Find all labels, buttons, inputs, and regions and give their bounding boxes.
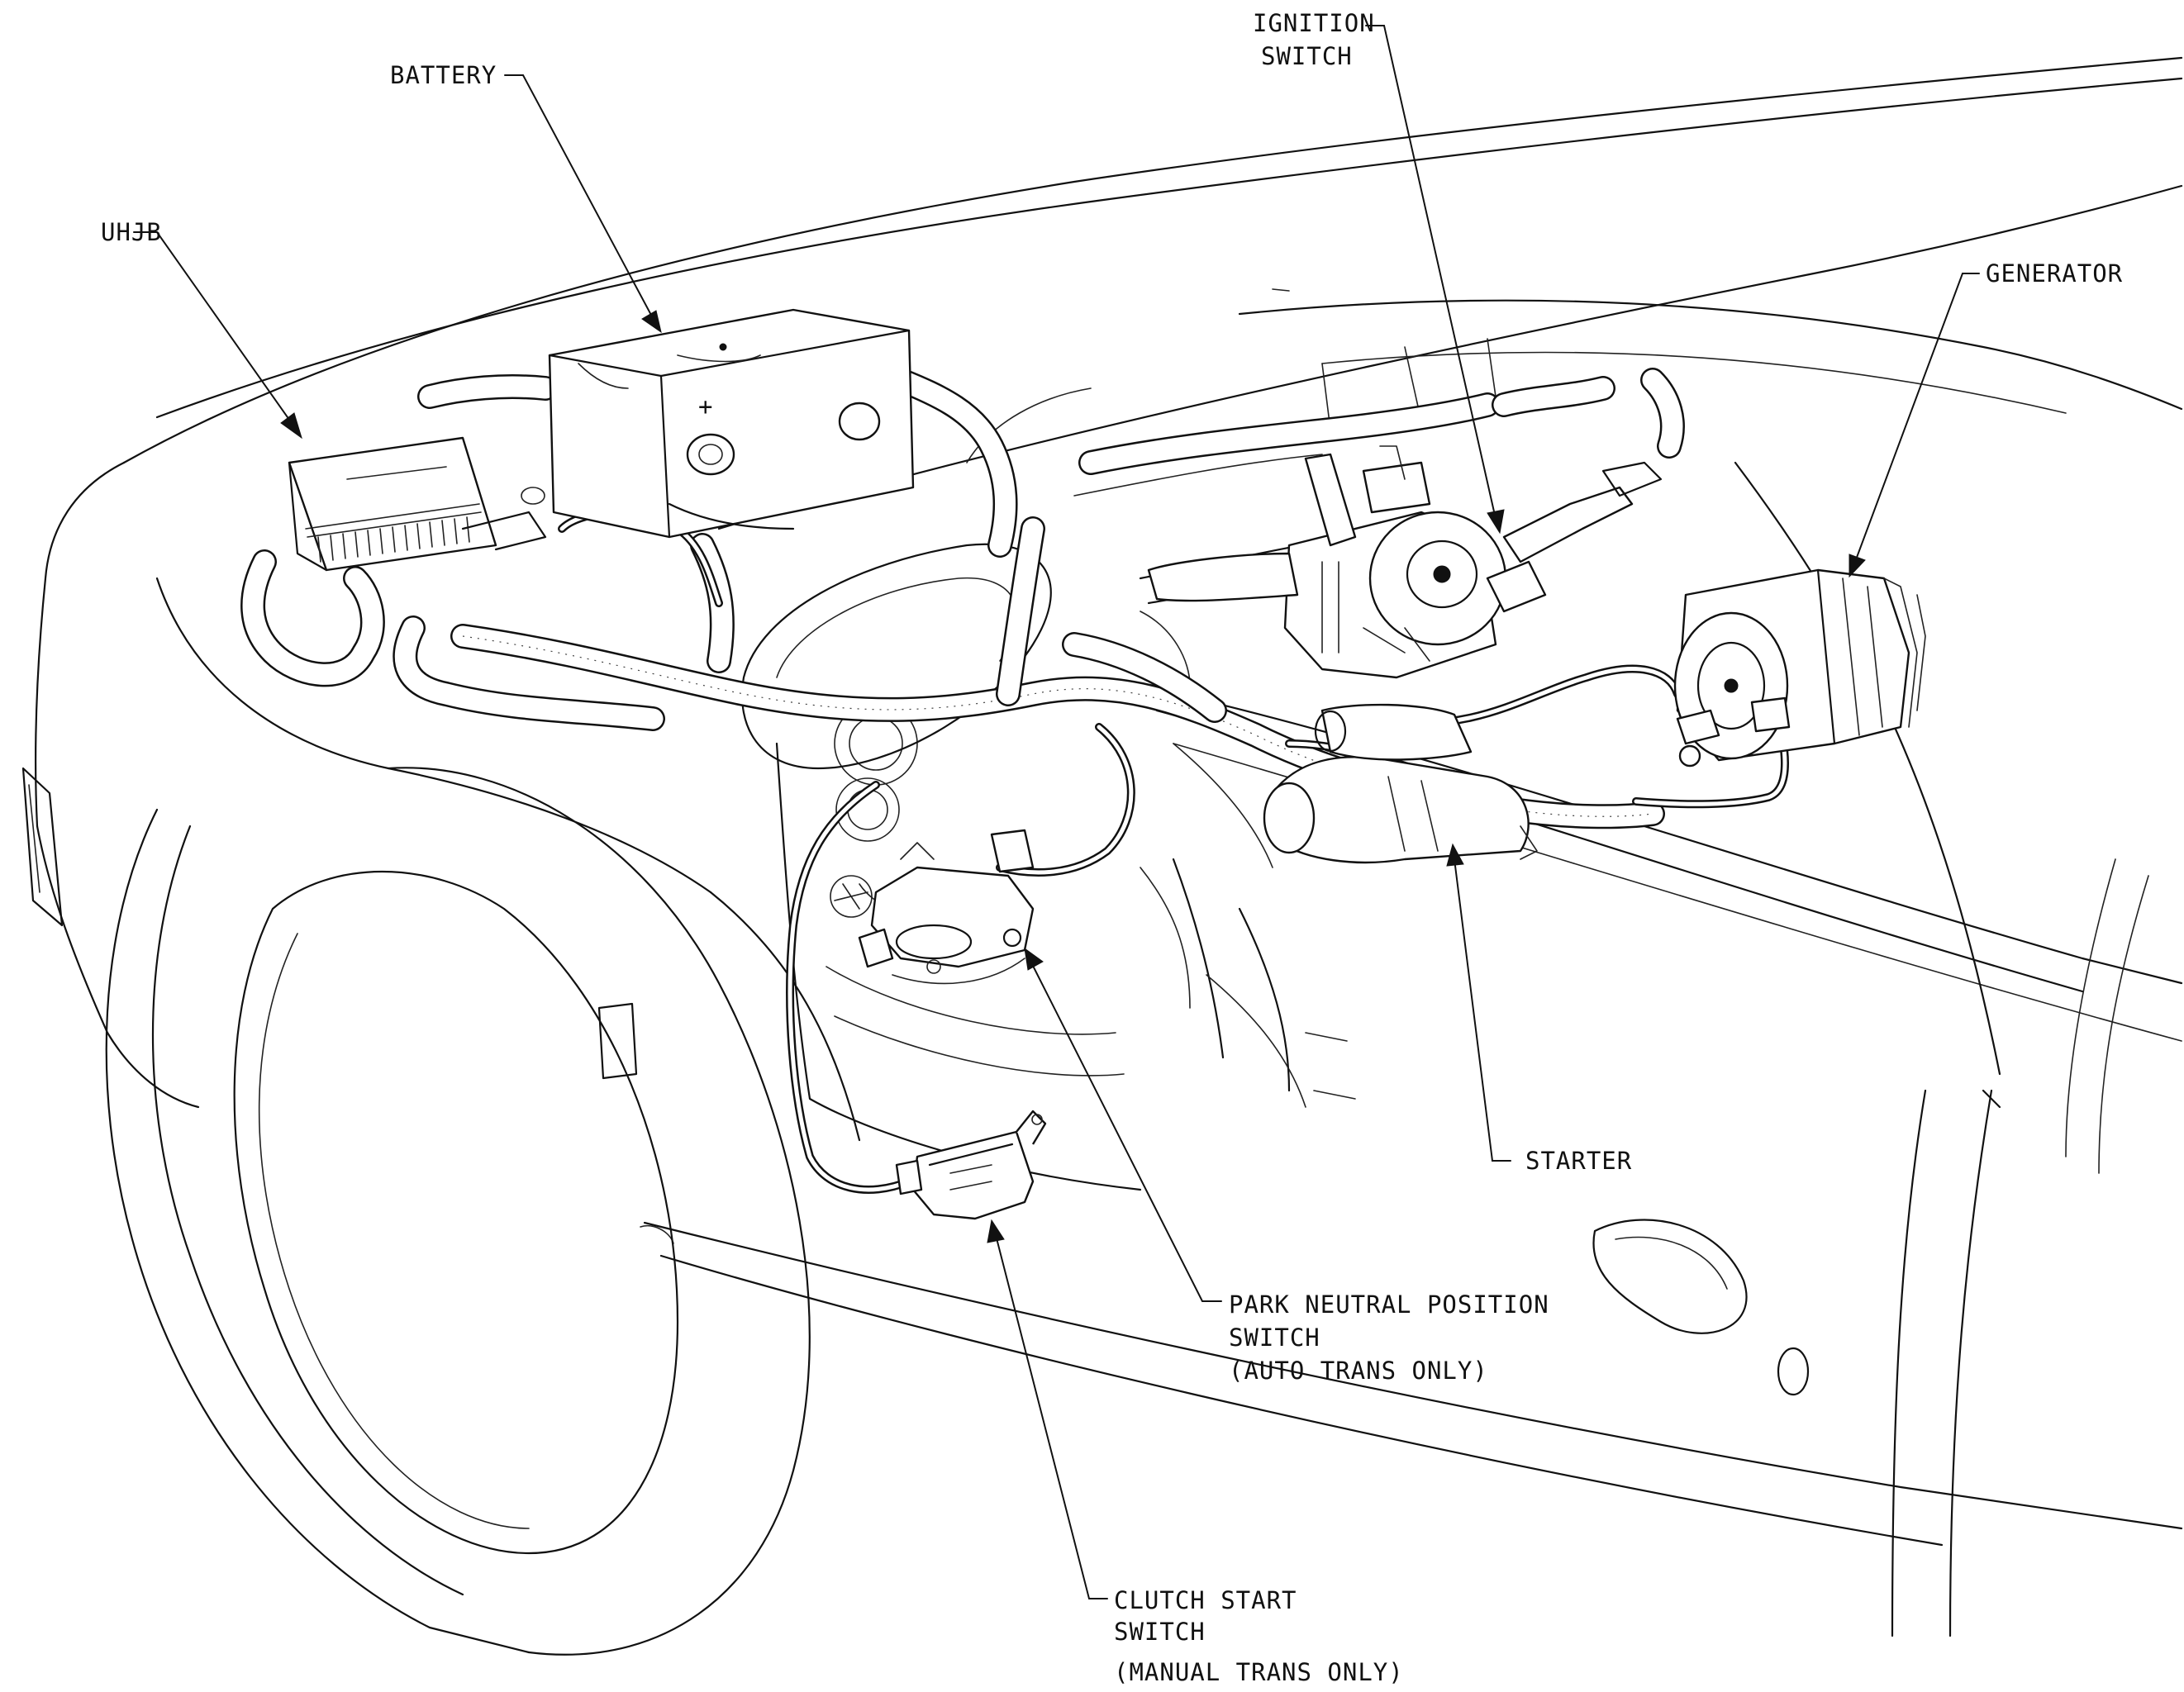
generator-arrowhead [1849,554,1866,578]
starter-arrowhead [1446,843,1464,867]
ignition-leader [1365,25,1496,520]
generator-label: GENERATOR [1986,259,2123,288]
starter-label: STARTER [1525,1147,1632,1175]
pnp-leader [1030,962,1222,1302]
battery-leader [504,74,654,319]
clutch-arrowhead [987,1219,1005,1243]
starter-leader [1454,858,1511,1162]
label-leaders [133,25,1980,1599]
vehicle-body-outline [21,56,2183,1637]
pnp-label-line2: SWITCH [1229,1324,1320,1352]
battery: + [548,308,915,539]
ignition-label-line1: IGNITION [1253,9,1375,37]
clutch-label-line3: (MANUAL TRANS ONLY) [1114,1658,1404,1686]
ignition-arrowhead [1487,509,1505,535]
pnp-label-line1: PARK NEUTRAL POSITION [1229,1290,1549,1319]
ignition-switch [1147,445,1663,679]
front-tire [105,767,811,1656]
park-neutral-position-switch [858,829,1035,985]
pnp-label-line3: (AUTO TRANS ONLY) [1229,1357,1488,1385]
battery-positive-symbol: + [698,392,713,421]
clutch-start-switch [895,1110,1047,1220]
ignition-label-line2: SWITCH [1261,42,1353,70]
starter-motor [1263,703,1538,864]
uhjb-fuse-slots [317,516,470,563]
battery-arrowhead [641,310,662,334]
uhjb-arrowhead [280,412,302,440]
uhjb-label: UHJB [101,218,162,246]
generator-alternator [1673,568,1926,768]
uhjb-leader [133,231,294,426]
callout-labels: UHJB BATTERY IGNITION SWITCH GENERATOR S… [101,9,2123,1686]
battery-label: BATTERY [390,61,497,89]
uhjb-junction-box [288,436,547,572]
clutch-label-line1: CLUTCH START [1114,1586,1297,1614]
generator-leader [1854,273,1980,563]
clutch-leader [995,1234,1108,1599]
signal-wires [558,509,1789,1194]
clutch-label-line2: SWITCH [1114,1618,1206,1646]
pnp-arrowhead [1024,947,1044,971]
